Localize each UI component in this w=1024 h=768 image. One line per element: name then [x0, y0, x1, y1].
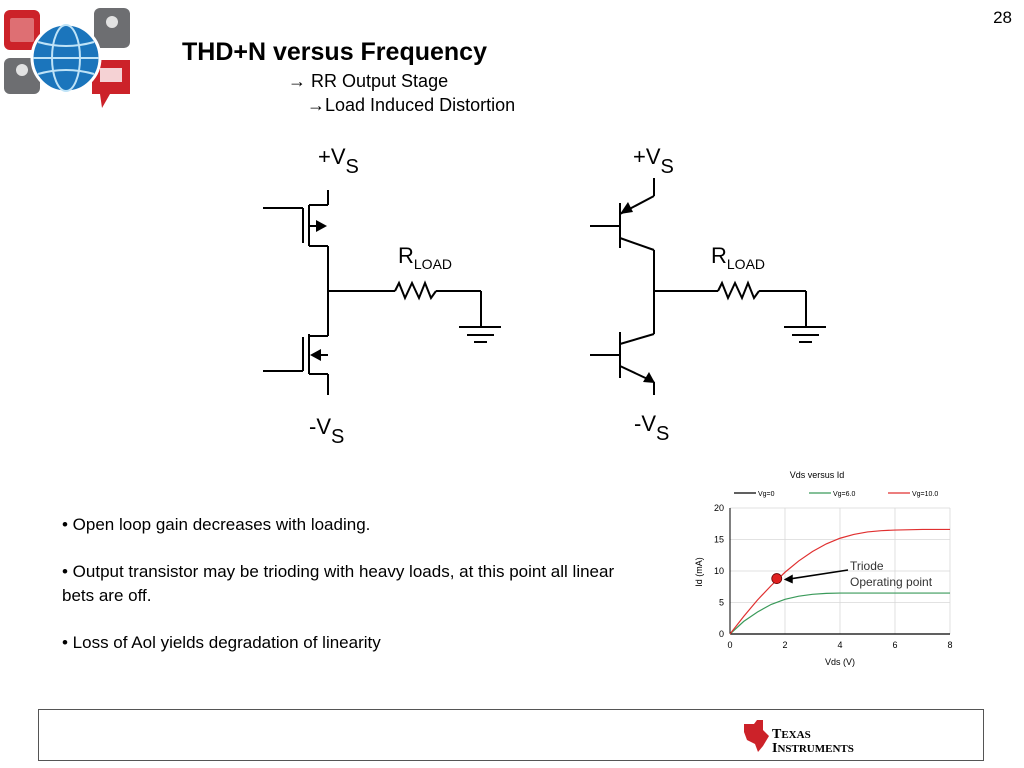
vds-id-chart: Vds versus Id Vg=0 Vg=6.0 Vg=10.0 0 2 4 6 8 0 5 1… [694, 470, 953, 667]
texas-instruments-logo-icon: TEXAS INSTRUMENTS [744, 720, 854, 756]
x-tick-label: 2 [782, 640, 787, 650]
chart-series [729, 528, 950, 635]
chart-ylabel: Id (mA) [694, 557, 704, 587]
bullet-item: • Open loop gain decreases with loading. [62, 515, 371, 534]
x-tick-label: 0 [727, 640, 732, 650]
rload-label-right: RLOAD [711, 243, 765, 272]
slide-title: THD+N versus Frequency [182, 38, 487, 66]
subtitle-load-distortion: →Load Induced Distortion [307, 95, 516, 115]
chart-xlabel: Vds (V) [825, 657, 855, 667]
x-tick-label: 6 [892, 640, 897, 650]
series-line [729, 528, 950, 635]
arrow-icon: → [307, 95, 325, 115]
annotation-triode: Triode [850, 559, 884, 573]
vminus-label-left: -VS [309, 414, 344, 448]
legend-label: Vg=10.0 [912, 491, 938, 498]
y-tick-label: 5 [719, 598, 724, 608]
annotation-operating-point: Operating point [850, 575, 933, 589]
output-stage-schematic: +VS +VS -VS -VS RLOAD RLOAD [263, 144, 826, 448]
x-tick-label: 4 [837, 640, 842, 650]
page-number: 28 [993, 8, 1012, 27]
svg-text:TEXAS: TEXAS [772, 727, 811, 742]
subtitle-rr-output-stage: → RR Output Stage [288, 71, 449, 91]
rload-label-left: RLOAD [398, 243, 452, 272]
y-tick-label: 10 [714, 566, 724, 576]
vminus-label-right: -VS [634, 411, 669, 445]
cmos-output-stage [263, 190, 501, 395]
x-tick-label: 8 [947, 640, 952, 650]
bullet-item: • Loss of Aol yields degradation of line… [62, 633, 381, 652]
vplus-label-right: +VS [633, 144, 674, 178]
chart-legend: Vg=0 Vg=6.0 Vg=10.0 [734, 491, 938, 498]
legend-label: Vg=0 [758, 491, 775, 498]
y-tick-label: 20 [714, 503, 724, 513]
network-logo-icon [4, 8, 130, 108]
y-tick-label: 15 [714, 535, 724, 545]
series-line [729, 592, 950, 635]
annotation-arrowhead [783, 574, 793, 584]
vplus-label-left: +VS [318, 144, 359, 178]
annotation-arrow [785, 569, 849, 581]
bullet-list: • Open loop gain decreases with loading.… [62, 513, 642, 678]
bullet-item: • Output transistor may be trioding with… [62, 562, 615, 605]
legend-label: Vg=6.0 [833, 491, 855, 498]
footer-bar [38, 709, 984, 761]
svg-text:INSTRUMENTS: INSTRUMENTS [772, 741, 854, 756]
y-tick-label: 0 [719, 629, 724, 639]
chart-title: Vds versus Id [790, 470, 845, 480]
operating-point-marker [771, 573, 783, 584]
arrow-icon: → [288, 71, 306, 91]
